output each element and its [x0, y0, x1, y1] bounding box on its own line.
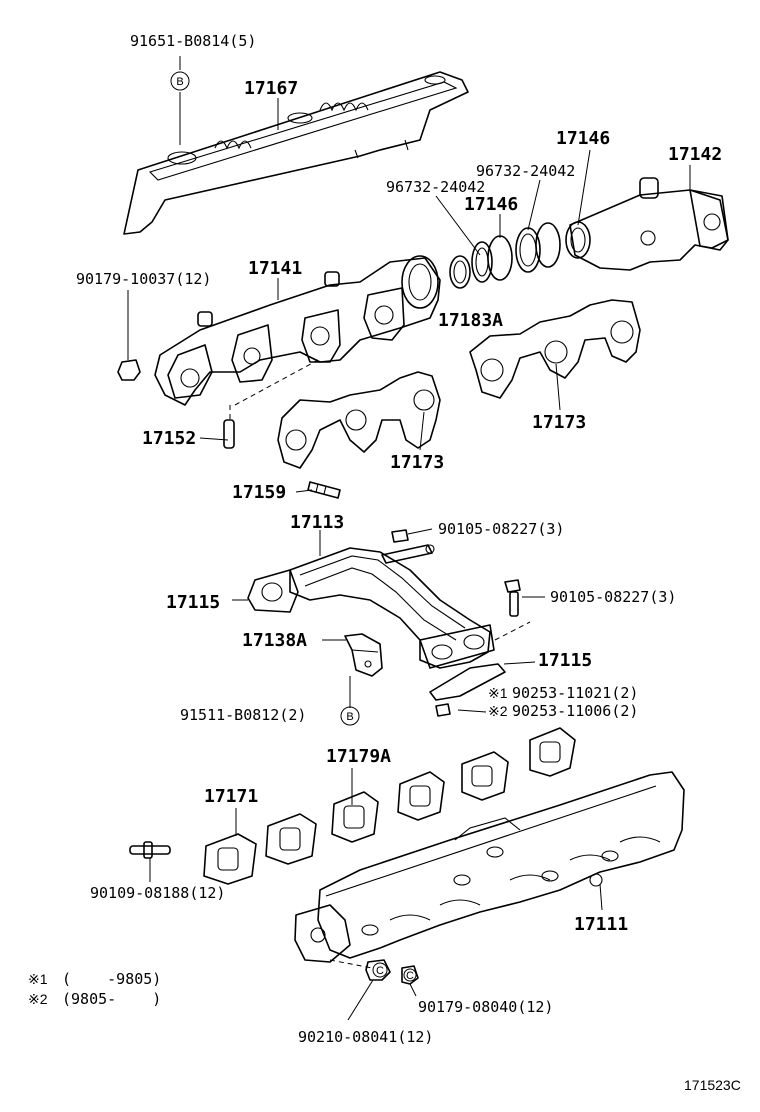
gasket-17171-drawing [203, 833, 257, 885]
marker-c-left: C [376, 965, 384, 977]
label-96732-lower: 96732-24042 [386, 178, 485, 196]
footnote-1-mark: ※1 [28, 971, 48, 987]
footnote-2-text: (9805- ) [62, 990, 161, 1008]
label-91511: 91511-B0812(2) [180, 706, 306, 724]
gasket-17115-left-drawing [247, 569, 299, 613]
gasket-17173-right-drawing [469, 299, 641, 399]
label-17141: 17141 [248, 258, 302, 279]
stud-17152-drawing [223, 359, 319, 449]
label-17173-right: 17173 [532, 412, 586, 433]
manifold-17141-drawing [154, 255, 441, 406]
gaskets-17179a-drawing [265, 727, 576, 865]
label-17115-right: 17115 [538, 650, 592, 671]
bolt-90105-right-drawing [494, 579, 545, 641]
label-17138a: 17138A [242, 630, 307, 651]
nuts-bottom-drawing [329, 959, 419, 1021]
label-90210: 90210-08041(12) [298, 1028, 433, 1046]
label-90105-lower: 90105-08227(3) [550, 588, 676, 606]
label-17142: 17142 [668, 144, 722, 165]
label-17152: 17152 [142, 428, 196, 449]
bracket-17138a-drawing [344, 633, 383, 708]
exhaust-pipe-17142-drawing [565, 177, 729, 271]
label-90179-10037: 90179-10037(12) [76, 270, 211, 288]
label-90179-08040: 90179-08040(12) [418, 998, 553, 1016]
label-17159: 17159 [232, 482, 286, 503]
label-17179a: 17179A [326, 746, 391, 767]
marker-c-right: C [406, 970, 414, 982]
label-17183a: 17183A [438, 310, 503, 331]
label-17113: 17113 [290, 512, 344, 533]
label-90109: 90109-08188(12) [90, 884, 225, 902]
stud-90109-drawing [129, 841, 171, 859]
manifold-17111-drawing [294, 771, 685, 963]
label-17111: 17111 [574, 914, 628, 935]
figure-reference: 171523C [684, 1077, 741, 1093]
label-90253-11021: 90253-11021(2) [512, 684, 638, 702]
part-labels: 91651-B0814(5) 17167 17146 17142 96732-2… [76, 32, 722, 1046]
gasket-17173-left-drawing [277, 371, 441, 469]
marker-ast1: ※1 [488, 685, 508, 701]
label-17171: 17171 [204, 786, 258, 807]
footnote-1-text: ( -9805) [62, 970, 161, 988]
footnote-2-mark: ※2 [28, 991, 48, 1007]
gasket-17115-right-drawing [429, 661, 536, 717]
circled-markers: B B C C ※1 ※2 [170, 71, 508, 982]
stud-17159-drawing [307, 481, 341, 499]
heat-insulator-17167-drawing [123, 71, 469, 235]
footnotes: ※1 ( -9805) ※2 (9805- ) [28, 970, 161, 1008]
label-17146-lower: 17146 [464, 194, 518, 215]
label-17173-left: 17173 [390, 452, 444, 473]
marker-b-upper: B [176, 76, 183, 88]
label-91651: 91651-B0814(5) [130, 32, 256, 50]
nut-90179-10037-drawing [117, 290, 141, 381]
label-17167: 17167 [244, 78, 298, 99]
leader-lines [149, 56, 691, 911]
pipe-17113-drawing [289, 528, 495, 669]
label-90105-upper: 90105-08227(3) [438, 520, 564, 538]
marker-ast2: ※2 [488, 703, 508, 719]
label-17146-upper: 17146 [556, 128, 610, 149]
marker-b-lower: B [346, 711, 353, 723]
label-96732-upper: 96732-24042 [476, 162, 575, 180]
label-17115-left: 17115 [166, 592, 220, 613]
gasket-rings-drawing [449, 222, 561, 289]
label-90253-11006: 90253-11006(2) [512, 702, 638, 720]
